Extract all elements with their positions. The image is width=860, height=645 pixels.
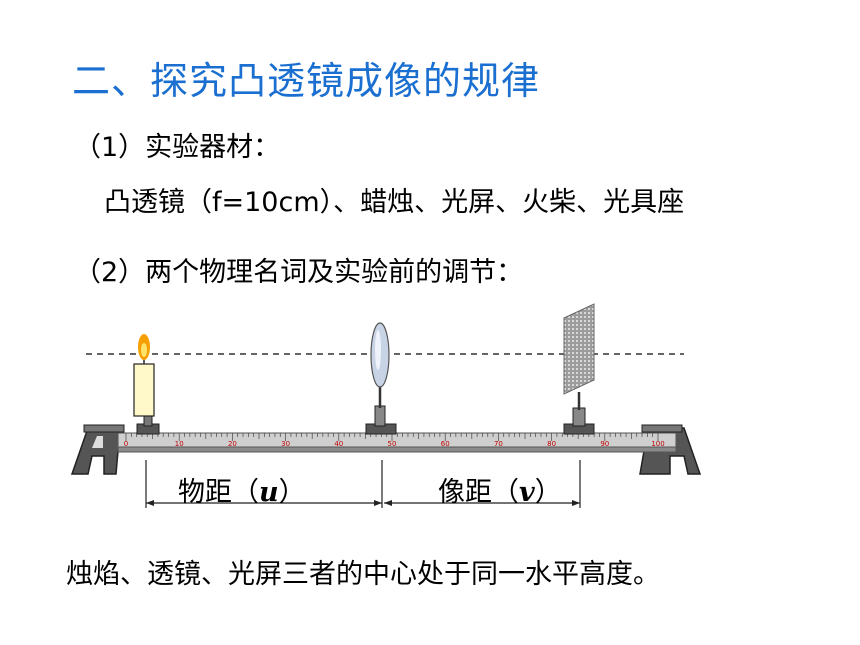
materials-heading: （1）实验器材： — [74, 132, 281, 163]
ruler-tick-label: 100 — [651, 440, 664, 448]
ruler-tick-label: 10 — [175, 440, 184, 448]
ruler-tick-label: 0 — [124, 440, 128, 448]
ruler-ticks — [125, 433, 659, 441]
page-title: 二、探究凸透镜成像的规律 — [72, 59, 541, 103]
left-stand — [70, 424, 125, 475]
convex-lens — [365, 322, 397, 435]
ruler-tick-label: 80 — [547, 440, 556, 448]
candle — [133, 334, 160, 435]
ruler-tick-label: 40 — [334, 440, 343, 448]
ruler-tick-label: 60 — [441, 440, 450, 448]
materials-list: 凸透镜（f=10cm）、蜡烛、光屏、火柴、光具座 — [104, 187, 685, 218]
ruler-tick-label: 90 — [600, 440, 609, 448]
ruler-tick-label: 20 — [228, 440, 237, 448]
ruler-tick-label: 50 — [388, 440, 397, 448]
ruler-tick-label: 30 — [281, 440, 290, 448]
light-screen — [563, 303, 595, 435]
image-distance-bracket — [384, 460, 581, 508]
adjustment-heading: （2）两个物理名词及实验前的调节： — [74, 257, 524, 288]
ruler-tick-label: 70 — [494, 440, 503, 448]
object-distance-bracket — [145, 460, 383, 508]
image-distance-label: 像距（v） — [438, 477, 562, 508]
object-distance-label: 物距（u） — [178, 477, 306, 508]
conclusion-text: 烛焰、透镜、光屏三者的中心处于同一水平高度。 — [66, 559, 660, 590]
